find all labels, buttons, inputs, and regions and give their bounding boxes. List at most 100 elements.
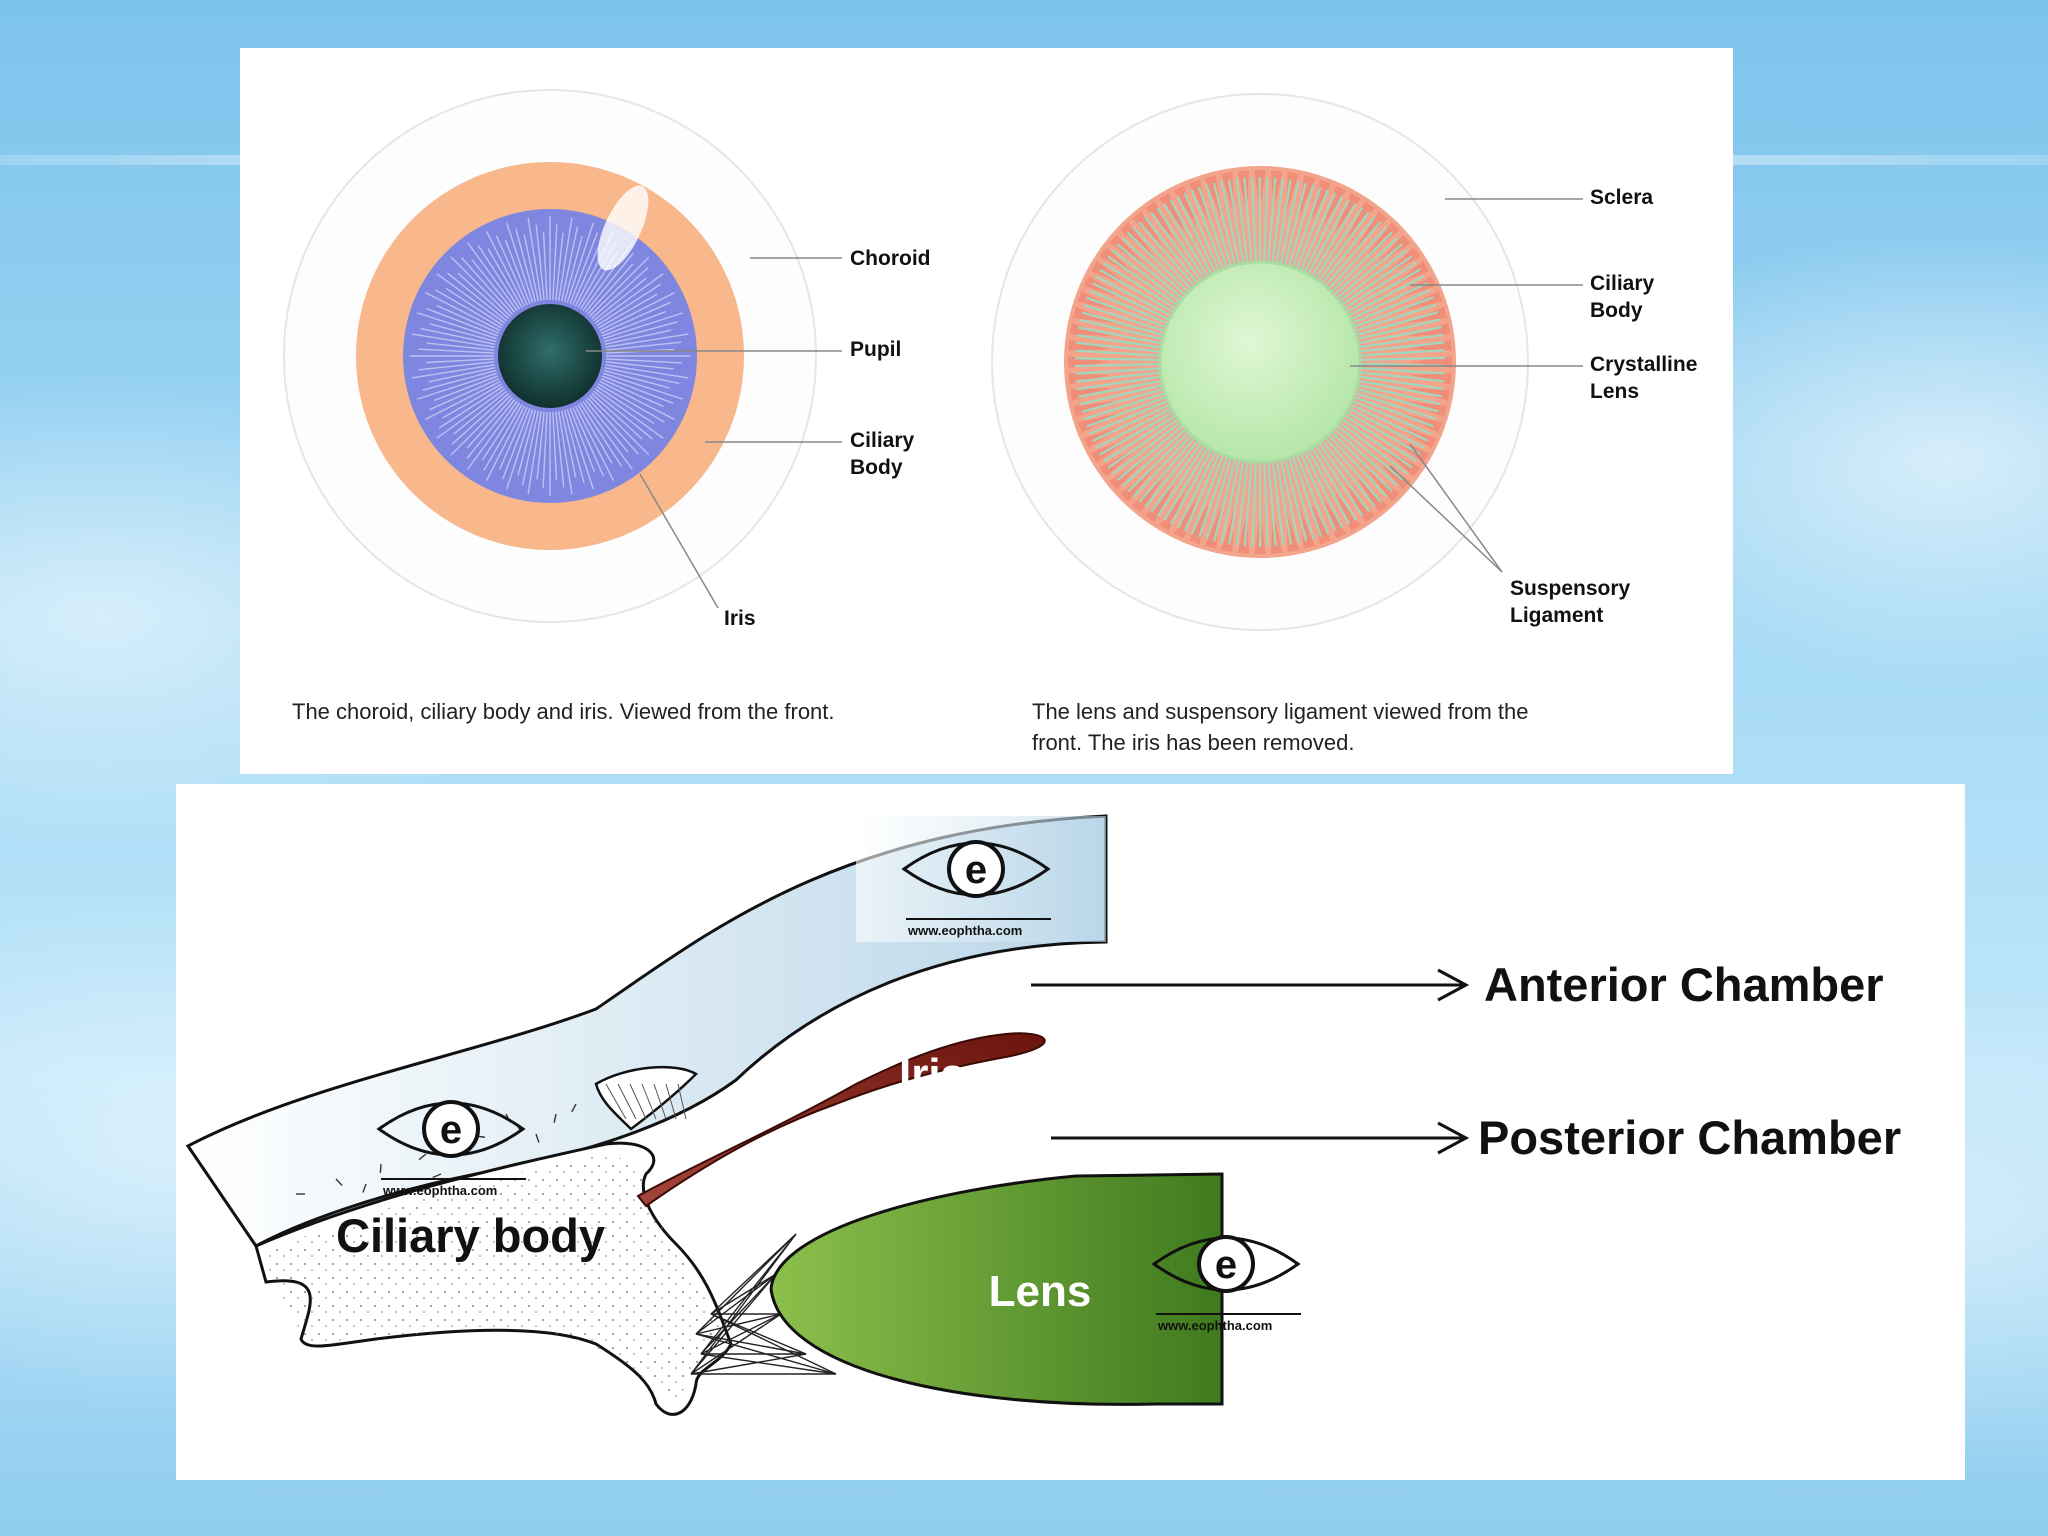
zonule-fiber xyxy=(1319,216,1376,286)
zonule-fiber xyxy=(1079,383,1165,406)
iris-fiber xyxy=(603,321,678,343)
zonule-fiber xyxy=(1235,459,1249,546)
caption-right-line-2: front. The iris has been removed. xyxy=(1032,730,1354,755)
zonule-fiber xyxy=(1271,459,1285,546)
mesh-line xyxy=(653,1083,667,1120)
zonule-fiber xyxy=(1352,391,1437,421)
ciliary-body-texture xyxy=(261,1152,724,1404)
sclera-dash xyxy=(553,1113,557,1123)
iris-fiber xyxy=(603,372,684,400)
iris-fiber xyxy=(563,236,583,303)
ciliary-process xyxy=(1109,458,1146,490)
iris-fiber xyxy=(502,408,531,480)
mesh-line xyxy=(641,1083,657,1120)
ciliary-process xyxy=(1221,172,1234,215)
watermark-logo-1: e www.eophtha.com xyxy=(901,840,1051,938)
iris-fiber xyxy=(599,380,676,421)
zonule-fiber xyxy=(1267,459,1277,547)
iris-fiber xyxy=(591,392,643,440)
zonule-fiber xyxy=(690,1353,807,1375)
label-suspensory-ligament-2: Ligament xyxy=(1510,604,1603,627)
iris-fiber xyxy=(426,308,498,337)
ciliary-process xyxy=(1132,476,1164,513)
zonule-fiber xyxy=(710,1313,807,1355)
iris-fiber xyxy=(422,369,497,391)
zonule-fiber xyxy=(1291,186,1322,270)
zonule-fiber xyxy=(1235,178,1249,265)
iris-fiber xyxy=(527,411,542,495)
iris-fiber xyxy=(481,402,521,461)
zonule-fiber xyxy=(1163,445,1211,521)
iris-fiber xyxy=(446,272,507,322)
iris-fiber xyxy=(558,217,573,301)
iris-fiber xyxy=(584,399,629,453)
zonule-fiber xyxy=(1112,420,1183,475)
zonule-fiber xyxy=(1357,349,1445,357)
zonule-fiber xyxy=(1075,357,1163,362)
watermark-text: www.eophtha.com xyxy=(382,1183,497,1198)
zonule-fiber xyxy=(1279,180,1300,267)
ciliary-process xyxy=(1145,201,1174,240)
zonule-fiber xyxy=(1083,391,1168,421)
iris-fiber xyxy=(566,409,594,490)
zonule-fiber xyxy=(1191,452,1226,535)
zonule-fiber xyxy=(1298,192,1337,273)
ciliary-process xyxy=(1204,506,1222,549)
zonule-fiber xyxy=(1309,203,1357,279)
front-view-diagram-panel: Choroid Pupil Ciliary Body Iris The chor… xyxy=(240,48,1733,774)
iris-fiber xyxy=(495,235,528,306)
iris-fiber xyxy=(605,341,682,351)
iris-fiber xyxy=(589,256,650,317)
zonule-fiber xyxy=(1349,398,1432,435)
iris-fiber xyxy=(428,366,496,383)
iris-fiber xyxy=(572,406,605,477)
iris-fiber xyxy=(563,409,585,484)
zonule-fiber xyxy=(1089,399,1171,435)
zonule-fiber xyxy=(1302,449,1344,529)
zonule-fiber xyxy=(710,1233,797,1315)
right-eye-illustration xyxy=(991,93,1529,631)
iris-fiber xyxy=(485,405,526,482)
zonule-fiber xyxy=(1205,455,1233,540)
ciliary-process xyxy=(1120,468,1154,502)
logo-circle xyxy=(1197,1235,1255,1293)
zonule-fiber xyxy=(1323,221,1382,289)
iris-fiber xyxy=(504,239,531,304)
ciliary-process xyxy=(1346,201,1375,240)
zonule-fiber xyxy=(1144,438,1201,508)
zonule-fiber xyxy=(1316,211,1370,284)
zonule-fiber xyxy=(1313,442,1364,517)
iris-fiber xyxy=(445,287,504,327)
zonule-fiber xyxy=(690,1233,797,1375)
iris-fiber xyxy=(600,301,671,334)
iris-fiber xyxy=(569,408,596,473)
zonule-fiber xyxy=(1344,409,1421,456)
ciliary-process xyxy=(1323,185,1347,227)
iris-fiber xyxy=(598,383,665,423)
logo-circle xyxy=(947,840,1005,898)
iris-fiber xyxy=(521,410,540,486)
zonule-fiber xyxy=(1357,341,1445,353)
iris-fiber xyxy=(467,242,518,312)
ciliary-process xyxy=(1286,509,1299,552)
zonule-fiber xyxy=(710,1273,777,1315)
zonule-fiber xyxy=(1348,282,1428,322)
zonule-fiber xyxy=(1337,249,1408,304)
zonule-fiber xyxy=(1144,216,1200,286)
zonule-fiber xyxy=(1076,334,1164,349)
ciliary-process xyxy=(1159,491,1185,532)
zonule-fiber xyxy=(1354,311,1439,337)
ciliary-process xyxy=(1159,192,1185,233)
ciliary-process xyxy=(1298,506,1316,549)
iris-fiber xyxy=(558,411,573,495)
iris-fiber xyxy=(411,333,495,348)
zonule-fiber xyxy=(1150,211,1204,284)
zonule-fiber xyxy=(1126,231,1191,295)
zonule-fiber xyxy=(1357,371,1445,383)
iris-fiber xyxy=(498,406,528,470)
eye-logo-icon xyxy=(376,1101,526,1157)
highlight-reflection xyxy=(597,185,649,271)
ciliary-process xyxy=(1323,497,1347,539)
zonule-fiber xyxy=(1354,387,1439,413)
label-lens: Lens xyxy=(989,1267,1092,1316)
